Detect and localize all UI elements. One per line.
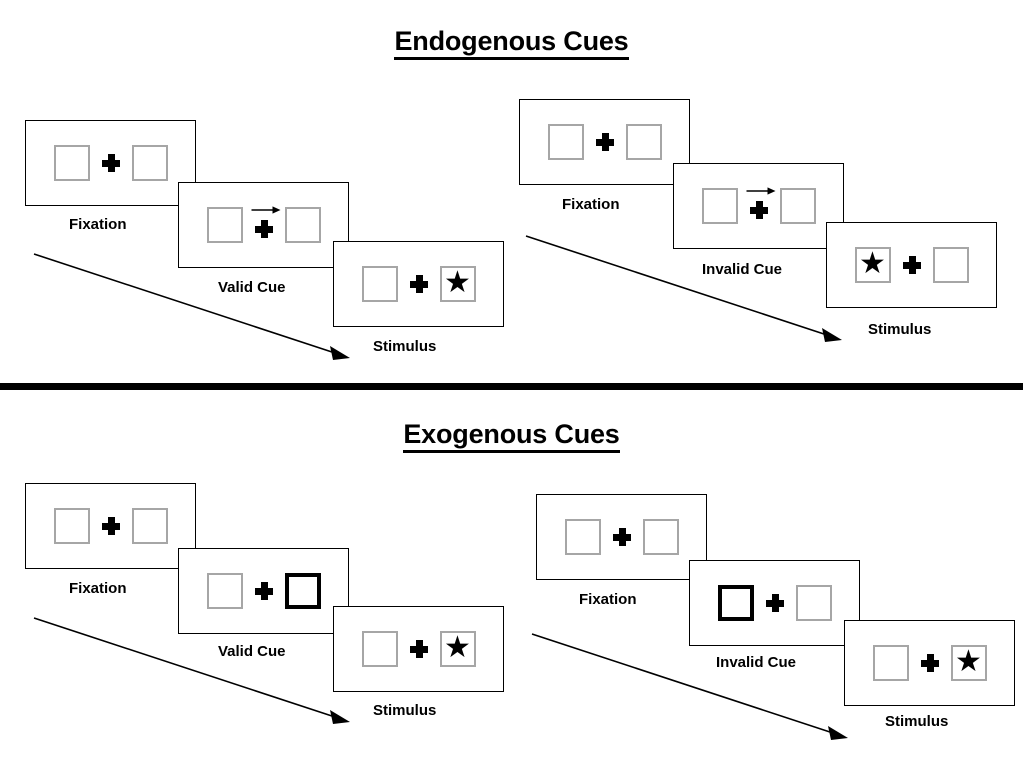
fixation-cross-icon: [409, 275, 428, 293]
fixation-cross-icon: [254, 219, 273, 238]
fixation-cross-slot: [409, 631, 428, 667]
caption-endogenous-invalid-cue: Invalid Cue: [702, 261, 783, 278]
right-placeholder-box: [795, 585, 832, 621]
caption-exogenous-invalid-cue: Invalid Cue: [716, 654, 797, 671]
left-placeholder-box: [206, 573, 243, 609]
left-placeholder-box: [547, 124, 584, 160]
star-icon: ★: [859, 246, 886, 280]
frame-content: [701, 187, 816, 224]
arrow-right-cue-icon: [746, 187, 775, 195]
frame-content: ★: [361, 630, 476, 667]
section-divider: [0, 383, 1023, 390]
star-icon: ★: [955, 644, 982, 678]
caption-exogenous-invalid-stimulus: Stimulus: [885, 713, 949, 730]
fixation-cross-icon: [409, 640, 428, 658]
right-target-box: ★: [950, 644, 987, 681]
panel-endogenous-invalid-cue: [673, 163, 844, 249]
panel-exogenous-valid-cue: [178, 548, 349, 634]
left-placeholder-box: [206, 207, 243, 243]
fixation-cross-slot: [902, 247, 921, 283]
arrow-right-cue-icon: [251, 206, 280, 214]
left-placeholder-box: [701, 188, 738, 224]
caption-endogenous-valid-cue: Valid Cue: [218, 279, 286, 296]
left-placeholder-box: [361, 266, 398, 302]
right-placeholder-box: [131, 508, 168, 544]
left-placeholder-box: [564, 519, 601, 555]
fixation-cross-icon: [101, 517, 120, 535]
frame-content: ★: [872, 644, 987, 681]
star-icon: ★: [444, 630, 471, 664]
fixation-cross-icon: [902, 256, 921, 274]
frame-content: ★: [854, 246, 969, 283]
fixation-cross-slot: [101, 508, 120, 544]
panel-exogenous-invalid-fixation: [536, 494, 707, 580]
fixation-cross-slot: [101, 145, 120, 181]
panel-exogenous-valid-fixation: [25, 483, 196, 569]
panel-exogenous-invalid-stimulus: ★: [844, 620, 1015, 706]
section-title-exogenous-text: Exogenous Cues: [403, 419, 620, 453]
fixation-cross-icon: [920, 654, 939, 672]
left-placeholder-box: [53, 145, 90, 181]
section-title-endogenous-text: Endogenous Cues: [394, 26, 629, 60]
frame-content: [53, 508, 168, 544]
frame-content: [206, 206, 321, 243]
panel-endogenous-valid-cue: [178, 182, 349, 268]
left-cued-box: [717, 585, 754, 621]
right-placeholder-box: [284, 207, 321, 243]
fixation-cross-slot: [409, 266, 428, 302]
section-title-exogenous: Exogenous Cues: [0, 419, 1023, 453]
caption-endogenous-valid-fixation: Fixation: [69, 216, 127, 233]
right-placeholder-box: [642, 519, 679, 555]
panel-endogenous-invalid-fixation: [519, 99, 690, 185]
fixation-cross-slot: [612, 519, 631, 555]
section-title-endogenous: Endogenous Cues: [0, 26, 1023, 60]
fixation-cross-slot: [251, 206, 280, 243]
fixation-cross-slot: [254, 573, 273, 609]
fixation-cross-icon: [101, 154, 120, 172]
panel-endogenous-invalid-stimulus: ★: [826, 222, 997, 308]
star-icon: ★: [444, 265, 471, 299]
right-cued-box: [284, 573, 321, 609]
left-target-box: ★: [854, 246, 891, 283]
fixation-cross-slot: [595, 124, 614, 160]
right-target-box: ★: [439, 630, 476, 667]
caption-exogenous-valid-fixation: Fixation: [69, 580, 127, 597]
left-placeholder-box: [361, 631, 398, 667]
panel-endogenous-valid-fixation: [25, 120, 196, 206]
panel-exogenous-valid-stimulus: ★: [333, 606, 504, 692]
caption-endogenous-invalid-stimulus: Stimulus: [868, 321, 932, 338]
caption-endogenous-invalid-fixation: Fixation: [562, 196, 620, 213]
fixation-cross-slot: [746, 187, 775, 224]
right-placeholder-box: [932, 247, 969, 283]
frame-content: [547, 124, 662, 160]
panel-exogenous-invalid-cue: [689, 560, 860, 646]
frame-content: [206, 573, 321, 609]
left-placeholder-box: [872, 645, 909, 681]
fixation-cross-icon: [612, 528, 631, 546]
right-placeholder-box: [625, 124, 662, 160]
frame-content: ★: [361, 265, 476, 302]
fixation-cross-icon: [595, 133, 614, 151]
right-placeholder-box: [779, 188, 816, 224]
right-placeholder-box: [131, 145, 168, 181]
fixation-cross-icon: [749, 200, 768, 219]
caption-exogenous-valid-stimulus: Stimulus: [373, 702, 437, 719]
frame-content: [717, 585, 832, 621]
frame-content: [564, 519, 679, 555]
fixation-cross-slot: [920, 645, 939, 681]
caption-exogenous-invalid-fixation: Fixation: [579, 591, 637, 608]
flow-arrow-exogenous-invalid: [531, 633, 848, 740]
panel-endogenous-valid-stimulus: ★: [333, 241, 504, 327]
fixation-cross-icon: [765, 594, 784, 612]
caption-endogenous-valid-stimulus: Stimulus: [373, 338, 437, 355]
fixation-cross-icon: [254, 582, 273, 600]
right-target-box: ★: [439, 265, 476, 302]
left-placeholder-box: [53, 508, 90, 544]
frame-content: [53, 145, 168, 181]
fixation-cross-slot: [765, 585, 784, 621]
caption-exogenous-valid-cue: Valid Cue: [218, 643, 286, 660]
